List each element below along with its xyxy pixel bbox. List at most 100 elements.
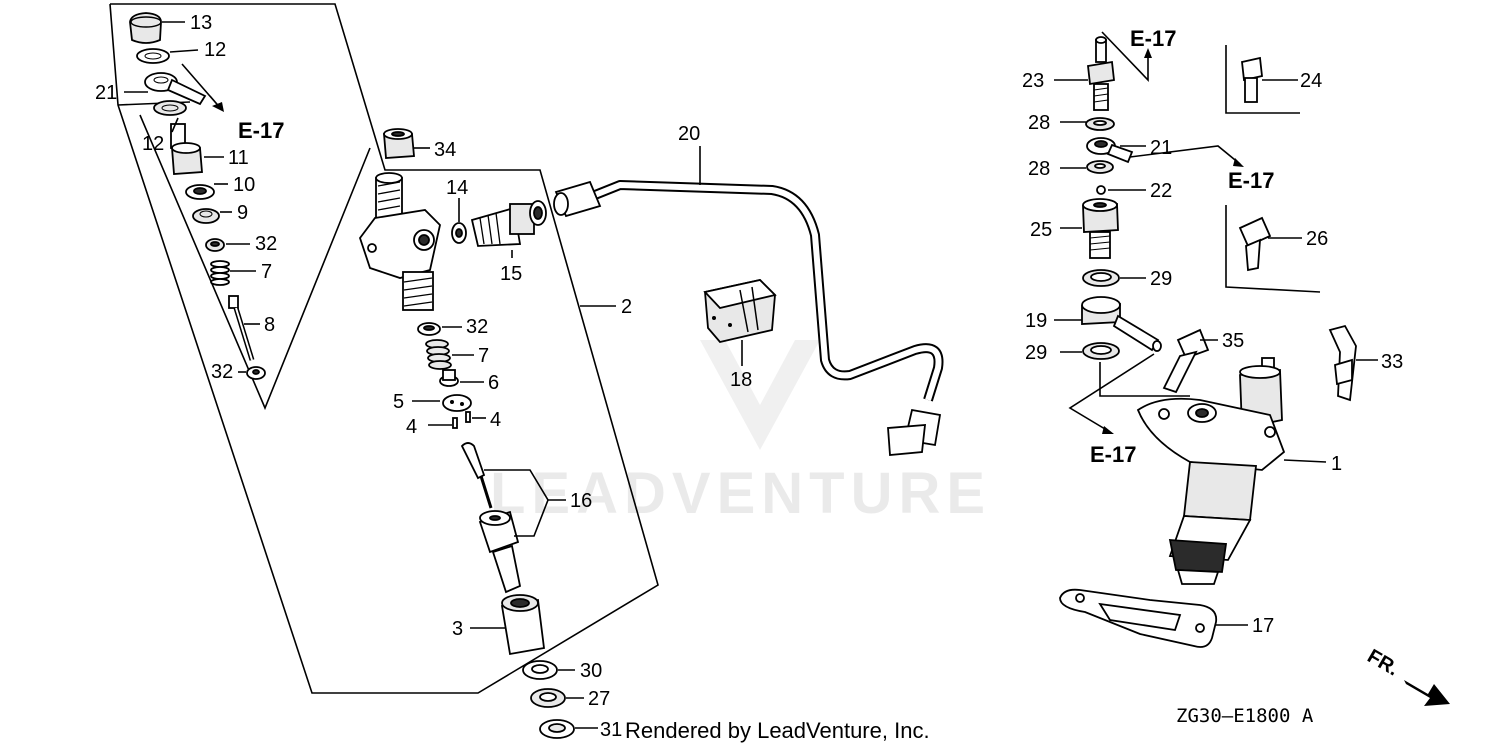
part-25-holder (1082, 198, 1119, 259)
callout-13: 13 (190, 12, 212, 34)
callout-19: 19 (1025, 310, 1047, 332)
diagram-code: ZG30—E1800 A (1176, 705, 1314, 727)
callout-32: 32 (211, 361, 233, 383)
part-14-washer (451, 222, 467, 244)
watermark-text: LEADVENTURE (490, 461, 991, 526)
part-34-nut (383, 128, 415, 159)
callout-27: 27 (588, 688, 610, 710)
part-32-washer-a (205, 238, 225, 252)
callout-labels: 13 12 21 12 11 10 9 32 7 8 32 34 14 15 3… (95, 12, 1403, 741)
part-31-washer (539, 719, 575, 739)
part-9-plug (192, 208, 220, 224)
front-direction-indicator: FR. (1364, 645, 1450, 706)
callout-28: 28 (1028, 112, 1050, 134)
callout-22: 22 (1150, 180, 1172, 202)
callout-2: 2 (621, 296, 632, 318)
part-29-washer-b (1082, 342, 1120, 360)
callout-29: 29 (1025, 342, 1047, 364)
callout-5: 5 (393, 391, 404, 413)
part-12-washer-top (136, 48, 170, 64)
callout-4: 4 (406, 416, 417, 438)
part-29-washer-a (1082, 269, 1120, 287)
callout-25: 25 (1030, 219, 1052, 241)
callout-18: 18 (730, 369, 752, 391)
callout-30: 30 (580, 660, 602, 682)
injector-holder-body (358, 172, 441, 311)
part-22-ball (1096, 185, 1106, 195)
leader-lines (124, 21, 1378, 729)
callout-20: 20 (678, 123, 700, 145)
part-28-washer-b (1086, 160, 1114, 174)
callout-7: 7 (478, 345, 489, 367)
part-21-banjo-right (1086, 137, 1134, 164)
footer-credit: Rendered by LeadVenture, Inc. (625, 718, 930, 743)
left-group-outline (109, 3, 659, 694)
ref-e17-mid-right: E-17 (1228, 168, 1274, 193)
part-10-ring (185, 184, 215, 200)
part-24-bolt (1225, 45, 1300, 114)
callout-32: 32 (466, 316, 488, 338)
part-27-washer (530, 688, 566, 708)
part-1-injector (1136, 357, 1286, 585)
callout-12: 12 (142, 133, 164, 155)
part-4-pins (452, 411, 471, 429)
reference-labels: E-17 E-17 E-17 E-17 (238, 26, 1274, 467)
callout-12: 12 (204, 39, 226, 61)
part-17-gasket (1059, 588, 1218, 648)
ref-e17-top-right: E-17 (1130, 26, 1176, 51)
part-35-bolt (1162, 328, 1210, 394)
part-7-spring-a (210, 260, 230, 286)
part-12-washer-bottom (153, 100, 187, 116)
callout-33: 33 (1381, 351, 1403, 373)
part-19-banjo (1081, 296, 1162, 352)
part-3-retaining-nut (500, 594, 545, 656)
part-8-pin (228, 295, 255, 361)
ref-e17-lower-right: E-17 (1090, 442, 1136, 467)
callout-11: 11 (228, 147, 249, 169)
part-33-clip (1328, 324, 1357, 402)
callout-8: 8 (264, 314, 275, 336)
part-5-plate (442, 394, 472, 412)
watermark: LEADVENTURE (490, 340, 991, 526)
callout-10: 10 (233, 174, 255, 196)
part-23-bleeder (1087, 36, 1115, 111)
callout-21: 21 (95, 82, 117, 104)
callout-1: 1 (1331, 453, 1342, 475)
part-18-clamp (703, 279, 777, 343)
callout-15: 15 (500, 263, 522, 285)
callout-9: 9 (237, 202, 248, 224)
callout-17: 17 (1252, 615, 1274, 637)
callout-35: 35 (1222, 330, 1244, 352)
part-15-connector (470, 200, 547, 247)
callout-3: 3 (452, 618, 463, 640)
part-16-nozzle (460, 442, 522, 594)
part-20-fuel-pipe (553, 180, 944, 456)
part-13-cap (129, 12, 162, 44)
callout-34: 34 (434, 139, 456, 161)
part-6-seat (439, 369, 459, 387)
callout-4: 4 (490, 409, 501, 431)
part-30-washer (522, 660, 558, 680)
part-26-bolt (1225, 205, 1321, 293)
part-32-washer-c (417, 322, 441, 336)
callout-29: 29 (1150, 268, 1172, 290)
callout-26: 26 (1306, 228, 1328, 250)
callout-14: 14 (446, 177, 468, 199)
ref-e17-left: E-17 (238, 118, 284, 143)
callout-6: 6 (488, 372, 499, 394)
part-21-banjo-left (144, 72, 207, 106)
front-label: FR. (1364, 645, 1403, 680)
part-7-spring-b (425, 339, 452, 370)
callout-16: 16 (570, 490, 592, 512)
callout-23: 23 (1022, 70, 1044, 92)
part-28-washer-a (1085, 117, 1115, 131)
callout-24: 24 (1300, 70, 1322, 92)
part-11-nut (170, 123, 203, 175)
callout-31: 31 (600, 719, 622, 741)
part-32-washer-b (246, 366, 266, 380)
watermark-logo (700, 340, 820, 450)
callout-28: 28 (1028, 158, 1050, 180)
front-arrow-icon (1404, 680, 1450, 706)
